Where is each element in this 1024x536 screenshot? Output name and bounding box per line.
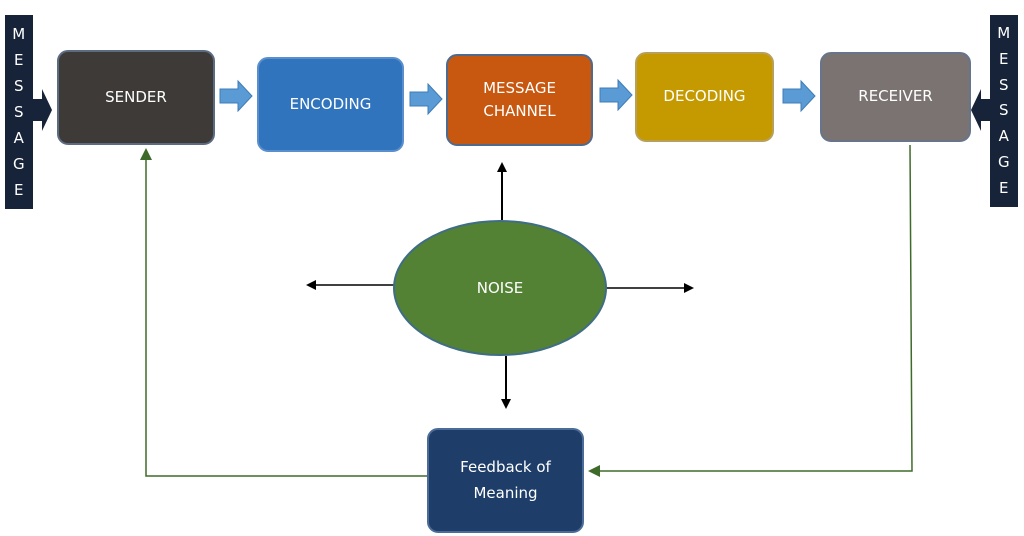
message-letter: S xyxy=(13,76,25,95)
message-in-arrow-right xyxy=(971,89,990,131)
decoding-node: DECODING xyxy=(635,52,774,142)
message-letter: S xyxy=(13,102,25,121)
message-letter: G xyxy=(997,152,1011,171)
flow-arrow-decoding-receiver xyxy=(782,79,816,113)
message-letter: A xyxy=(998,127,1010,146)
sender-node: SENDER xyxy=(57,50,215,145)
flow-arrow-channel-decoding xyxy=(599,78,633,112)
message-letter: E xyxy=(999,178,1009,197)
message-letter: M xyxy=(997,24,1011,43)
message-bar-right: M E S S A G E xyxy=(990,15,1018,207)
message-letter: E xyxy=(14,180,24,199)
message-letter: E xyxy=(999,50,1009,69)
encoding-node: ENCODING xyxy=(257,57,404,152)
message-letter: M xyxy=(12,24,26,43)
feedback-node: Feedback of Meaning xyxy=(427,428,584,533)
flow-arrow-sender-encoding xyxy=(219,79,253,113)
message-letter: S xyxy=(998,101,1010,120)
feedback-to-sender-line xyxy=(140,148,427,477)
noise-node: NOISE xyxy=(393,220,607,356)
message-channel-node: MESSAGE CHANNEL xyxy=(446,54,593,146)
message-letter: A xyxy=(13,128,25,147)
message-letter: G xyxy=(12,154,26,173)
receiver-to-feedback-line xyxy=(588,144,913,477)
message-letter: E xyxy=(14,50,24,69)
flow-arrow-encoding-channel xyxy=(409,82,443,116)
message-in-arrow-left xyxy=(33,89,52,131)
message-bar-left: M E S S A G E xyxy=(5,15,33,209)
receiver-node: RECEIVER xyxy=(820,52,971,142)
noise-label: NOISE xyxy=(476,279,524,297)
message-letter: S xyxy=(998,75,1010,94)
